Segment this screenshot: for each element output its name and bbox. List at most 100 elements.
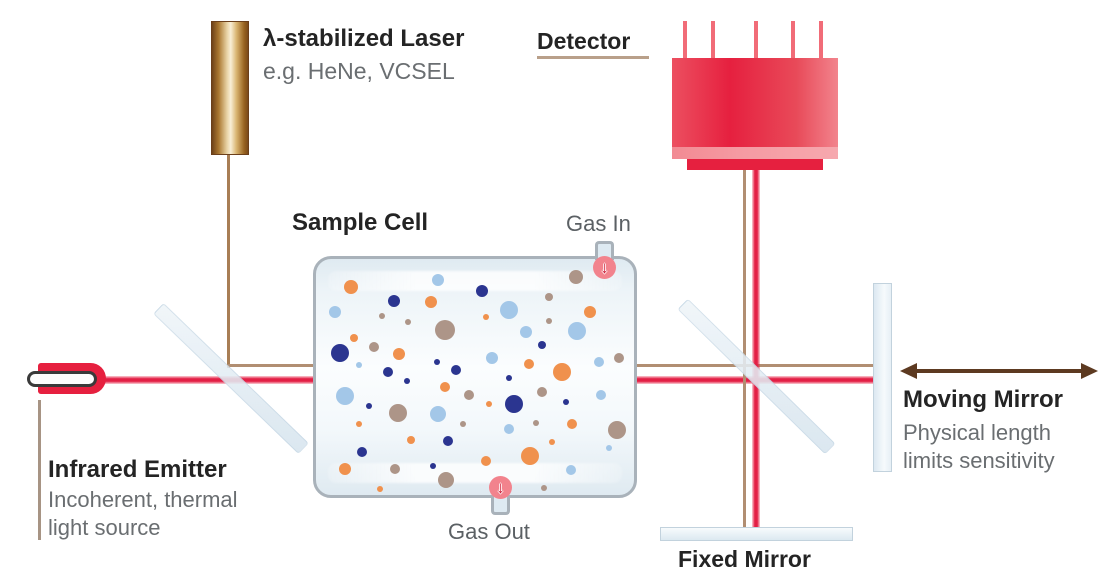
molecule-dot (377, 486, 383, 492)
arrow-right-icon (1081, 363, 1098, 379)
molecule-dot (545, 293, 553, 301)
molecule-dot (541, 485, 547, 491)
molecule-dot (356, 421, 362, 427)
molecule-dot (538, 341, 546, 349)
gas-in-port (595, 241, 614, 260)
molecule-dot (434, 359, 440, 365)
molecule-dot (390, 464, 400, 474)
gas-in-label: Gas In (566, 211, 631, 236)
molecule-dot (438, 472, 454, 488)
molecule-dot (356, 362, 362, 368)
detector-pin (683, 21, 687, 58)
mirror-motion-arrow-icon (916, 369, 1082, 373)
molecule-dot (407, 436, 415, 444)
molecule-dot (383, 367, 393, 377)
molecule-dot (425, 296, 437, 308)
laser-label: λ-stabilized Laser (263, 25, 465, 52)
molecule-dot (521, 447, 539, 465)
molecule-dot (336, 387, 354, 405)
detector-pin (791, 21, 795, 58)
molecule-dot (331, 344, 349, 362)
detector-body (672, 58, 838, 147)
laser-reference-line-vertical (227, 153, 230, 368)
molecule-dot (594, 357, 604, 367)
molecule-dot (443, 436, 453, 446)
sample-cell-label: Sample Cell (292, 209, 429, 236)
molecule-dot (481, 456, 491, 466)
moving-mirror-sublabel-1: Physical length (903, 420, 1051, 445)
molecule-dot (563, 399, 569, 405)
gas-molecules-layer (316, 259, 634, 495)
cell-window-band-bottom (328, 463, 622, 483)
molecule-dot (329, 306, 341, 318)
molecule-dot (435, 320, 455, 340)
molecule-dot (506, 375, 512, 381)
moving-mirror (873, 283, 892, 472)
molecule-dot (460, 421, 466, 427)
molecule-dot (614, 353, 624, 363)
molecule-dot (379, 313, 385, 319)
gas-in-arrow-icon: ↓ (593, 256, 616, 279)
emitter-pointer-line (38, 400, 41, 540)
molecule-dot (549, 439, 555, 445)
molecule-dot (404, 378, 410, 384)
cell-window-band-top (328, 271, 622, 291)
gas-out-port (491, 496, 510, 515)
molecule-dot (546, 318, 552, 324)
detector-base-strip (687, 159, 823, 170)
molecule-dot (596, 390, 606, 400)
gas-out-arrow-icon: ↓ (489, 476, 512, 499)
moving-mirror-sublabel-2: limits sensitivity (903, 448, 1055, 473)
molecule-dot (339, 463, 351, 475)
detector-label: Detector (537, 28, 631, 54)
molecule-dot (500, 301, 518, 319)
sample-cell (313, 256, 637, 498)
molecule-dot (483, 314, 489, 320)
stabilized-laser-cylinder (211, 21, 249, 155)
molecule-dot (393, 348, 405, 360)
molecule-dot (569, 270, 583, 284)
molecule-dot (451, 365, 461, 375)
detector-pin (819, 21, 823, 58)
molecule-dot (464, 390, 474, 400)
molecule-dot (350, 334, 358, 342)
infrared-beam-vertical (752, 170, 760, 528)
detector-light-band (672, 147, 838, 159)
molecule-dot (486, 401, 492, 407)
molecule-dot (486, 352, 498, 364)
molecule-dot (584, 306, 596, 318)
molecule-dot (504, 424, 514, 434)
molecule-dot (405, 319, 411, 325)
emitter-sublabel-1: Incoherent, thermal (48, 487, 238, 512)
molecule-dot (369, 342, 379, 352)
molecule-dot (520, 326, 532, 338)
molecule-dot (430, 406, 446, 422)
emitter-filament (27, 371, 97, 387)
molecule-dot (537, 387, 547, 397)
fixed-mirror-label: Fixed Mirror (678, 546, 811, 572)
emitter-label: Infrared Emitter (48, 456, 227, 483)
arrow-down-icon: ↓ (496, 478, 505, 497)
molecule-dot (608, 421, 626, 439)
arrow-left-icon (900, 363, 917, 379)
arrow-down-icon: ↓ (600, 258, 609, 277)
moving-mirror-label: Moving Mirror (903, 386, 1063, 413)
detector-pin (754, 21, 758, 58)
molecule-dot (344, 280, 358, 294)
detector-label-underline (537, 56, 649, 59)
emitter-sublabel-2: light source (48, 515, 161, 540)
molecule-dot (533, 420, 539, 426)
fixed-mirror (660, 527, 853, 541)
molecule-dot (566, 465, 576, 475)
molecule-dot (432, 274, 444, 286)
molecule-dot (568, 322, 586, 340)
molecule-dot (524, 359, 534, 369)
molecule-dot (430, 463, 436, 469)
molecule-dot (366, 403, 372, 409)
molecule-dot (388, 295, 400, 307)
molecule-dot (505, 395, 523, 413)
laser-reference-line-detector (743, 170, 746, 528)
molecule-dot (606, 445, 612, 451)
molecule-dot (567, 419, 577, 429)
